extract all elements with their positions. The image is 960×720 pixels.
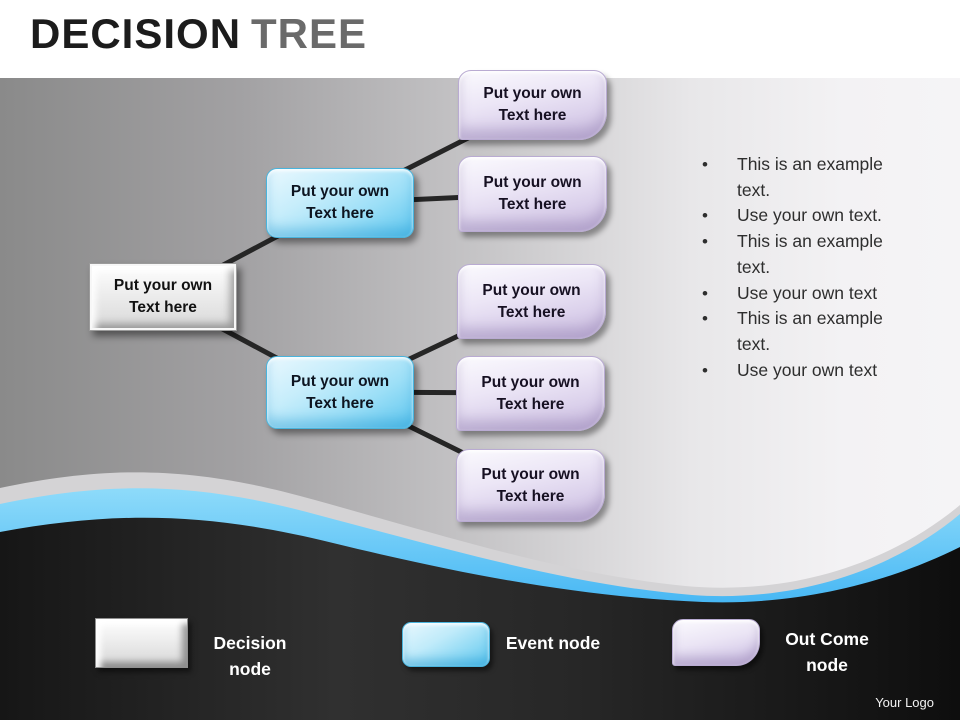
legend-event-node-label: Event node [505,633,601,653]
legend-decision-node-swatch [95,618,188,668]
your-logo-placeholder: Your Logo [875,695,934,710]
legend-outcome-node-swatch [672,619,760,666]
example-text-list: This is an example text. Use your own te… [700,152,912,383]
legend-outcome-node-label: Out Come node [785,629,869,675]
page-title-secondary: TREE [251,10,368,57]
event-node-bottom[interactable]: Put your own Text here [266,356,414,429]
outcome-node-3[interactable]: Put your own Text here [457,264,606,339]
outcome-node-1[interactable]: Put your own Text here [458,70,607,140]
list-item: Use your own text [700,358,912,384]
outcome-node-5[interactable]: Put your own Text here [456,449,605,522]
list-item: Use your own text. [700,203,912,229]
list-item: This is an example text. [700,229,912,280]
event-node-top[interactable]: Put your own Text here [266,168,414,238]
decision-node-root[interactable]: Put your own Text here [89,263,237,331]
outcome-node-4[interactable]: Put your own Text here [456,356,605,431]
list-item: Use your own text [700,281,912,307]
outcome-node-2[interactable]: Put your own Text here [458,156,607,232]
legend-decision-node-label: Decision node [213,633,287,679]
list-item: This is an example text. [700,152,912,203]
page-title-primary: DECISION [30,10,242,57]
list-item: This is an example text. [700,306,912,357]
legend-event-node-swatch [402,622,490,667]
